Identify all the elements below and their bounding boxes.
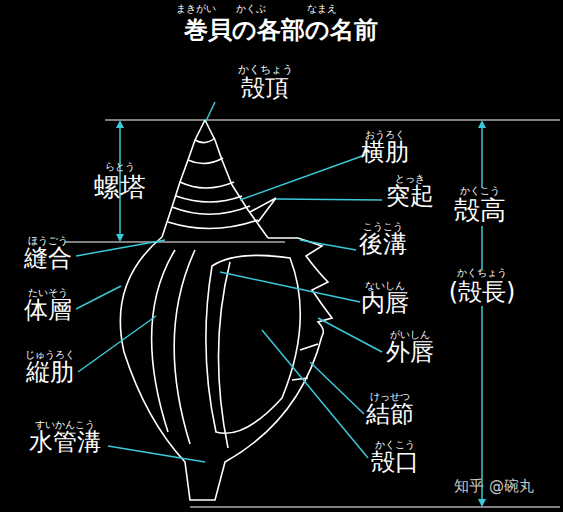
furigana: かくぶ [236,4,266,14]
leader-line [76,286,121,309]
furigana: たいそう [28,288,68,298]
part-name: 体層 [24,298,72,322]
furigana: ないしん [365,281,405,291]
axial-rib [152,250,230,448]
height-dimension [481,306,483,503]
part-name: 殻高 [454,197,506,223]
furigana: こうこう [363,222,403,232]
part-name: 水管溝 [29,430,101,454]
part-name: 横肋 [361,140,409,164]
spire-base-line [65,241,285,242]
furigana: かくこう [375,440,415,450]
furigana: ほうごう [28,236,68,246]
leader-line [206,102,215,121]
part-name: 後溝 [359,232,407,256]
leader-line [276,199,382,200]
part-name: 突起 [386,184,434,208]
apex-line [105,119,560,120]
furigana: すいかんこう [35,420,95,430]
leader-line [108,446,205,462]
spine [250,198,276,222]
leader-line [76,240,165,256]
part-name: 縦肋 [26,360,74,384]
leader-line [220,272,360,302]
title: 巻貝の各部の名前 [184,18,378,42]
height-dimension [481,124,483,188]
furigana: がいしん [390,330,430,340]
leader-line [300,240,356,250]
furigana: かくちょう [238,64,293,75]
leader-line [310,362,364,414]
part-name: 殻口 [371,450,419,474]
part-name: 結節 [366,402,414,426]
furigana: かくちょう [457,268,507,278]
spiral-rib [168,196,258,229]
furigana: まきがい [176,4,216,14]
furigana: おうろく [365,130,405,140]
leader-line [78,316,156,372]
leader-lines [76,102,382,462]
spire-whorl [172,138,250,214]
base-line [190,506,560,507]
furigana: らとう [105,162,135,172]
body-whorl [120,237,322,500]
aperture [206,255,300,433]
shell [120,120,332,500]
part-name: 殻頂 [241,76,289,100]
furigana: なまえ [307,4,337,14]
part-name: 縫合 [24,246,72,270]
part-name: 内唇 [361,291,409,315]
part-name: 螺塔 [94,174,146,200]
furigana: とっき [395,174,425,184]
spire-edge [162,120,205,237]
furigana: じゅうろく [25,350,75,360]
leader-line [240,155,365,200]
part-name: 外唇 [386,340,434,364]
height-dimension [481,226,483,270]
furigana: かくこう [460,186,500,196]
knob [292,344,318,380]
watermark: 知乎 @碗丸 [454,479,534,494]
part-name: (殻長) [449,280,516,304]
furigana: けっせつ [370,392,410,402]
leader-line [318,318,382,352]
leader-line [262,330,368,458]
